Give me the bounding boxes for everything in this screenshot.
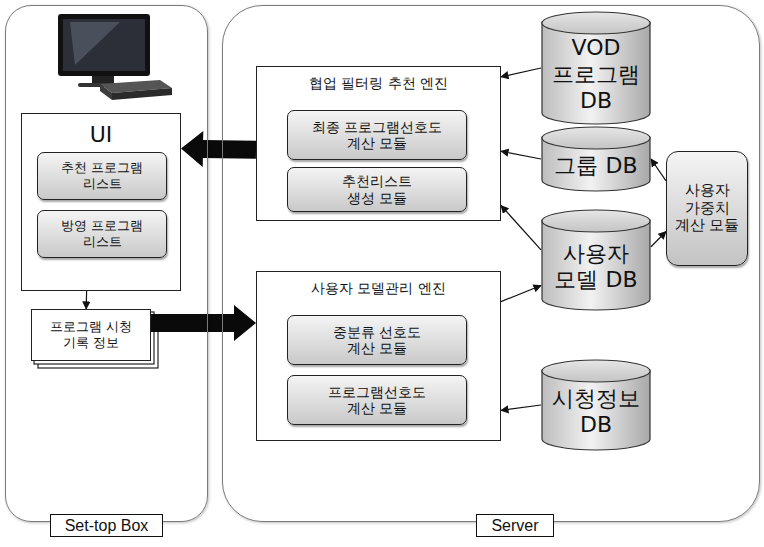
list-box: 추천 프로그램 리스트 (37, 152, 167, 200)
arrow-line (501, 151, 541, 159)
engine-box: 협업 필터링 추천 엔진최종 프로그램선호도 계산 모듈추천리스트 생성 모듈 (256, 66, 501, 221)
ui-box: UI 추천 프로그램 리스트방영 프로그램 리스트 (21, 113, 181, 291)
arrow-line (501, 286, 541, 302)
database-cylinder: 사용자 모델 DB (541, 209, 651, 311)
list-box: 방영 프로그램 리스트 (37, 210, 167, 258)
box-label: 추천 프로그램 리스트 (52, 160, 152, 191)
module-box: 최종 프로그램선호도 계산 모듈 (287, 110, 467, 160)
box-label: 추천리스트 생성 모듈 (335, 173, 419, 205)
box-label: 사용자 모델 DB (548, 241, 644, 294)
tv-set (58, 14, 150, 87)
box-label: 사용자 가중치 계산 모듈 (673, 182, 741, 234)
record-box: 프로그램 시청 기록 정보 (31, 309, 151, 361)
block-arrow (151, 305, 256, 341)
box-label: 시청정보 DB (548, 386, 644, 439)
panel-label: Set-top Box (50, 514, 164, 537)
box-label: 프로그램 시청 기록 정보 (39, 319, 143, 350)
database-cylinder: 그룹 DB (541, 126, 651, 192)
panel-label: Server (476, 514, 553, 537)
box-label: 협업 필터링 추천 엔진 (309, 75, 448, 92)
module-box: 사용자 가중치 계산 모듈 (666, 151, 748, 266)
box-label: 최종 프로그램선호도 계산 모듈 (302, 119, 452, 151)
arrow-line (651, 159, 666, 181)
set-top-device (100, 80, 172, 100)
box-label: 방영 프로그램 리스트 (52, 218, 152, 249)
module-box: 중분류 선호도 계산 모듈 (287, 315, 467, 365)
box-label: 그룹 DB (554, 153, 637, 179)
arrow-line (651, 232, 666, 247)
box-label: UI (90, 122, 113, 148)
arrow-line (501, 68, 541, 77)
arrow-line (501, 405, 541, 410)
box-label: 중분류 선호도 계산 모듈 (321, 324, 433, 356)
module-box: 추천리스트 생성 모듈 (287, 167, 467, 212)
engine-box: 사용자 모델관리 엔진중분류 선호도 계산 모듈프로그램선호도 계산 모듈 (256, 271, 501, 441)
box-label: VOD 프로그램 DB (548, 35, 644, 114)
arrow-line (86, 291, 88, 309)
database-cylinder: 시청정보 DB (541, 359, 651, 451)
box-label: 사용자 모델관리 엔진 (311, 280, 446, 297)
block-arrow (181, 131, 256, 167)
arrow-line (501, 206, 541, 250)
box-label: 프로그램선호도 계산 모듈 (321, 384, 433, 416)
module-box: 프로그램선호도 계산 모듈 (287, 375, 467, 425)
database-cylinder: VOD 프로그램 DB (541, 11, 651, 125)
device-panel: Set-top BoxUI추천 프로그램 리스트방영 프로그램 리스트프로그램 … (5, 5, 208, 522)
server-panel: Server협업 필터링 추천 엔진최종 프로그램선호도 계산 모듈추천리스트 … (222, 5, 760, 522)
